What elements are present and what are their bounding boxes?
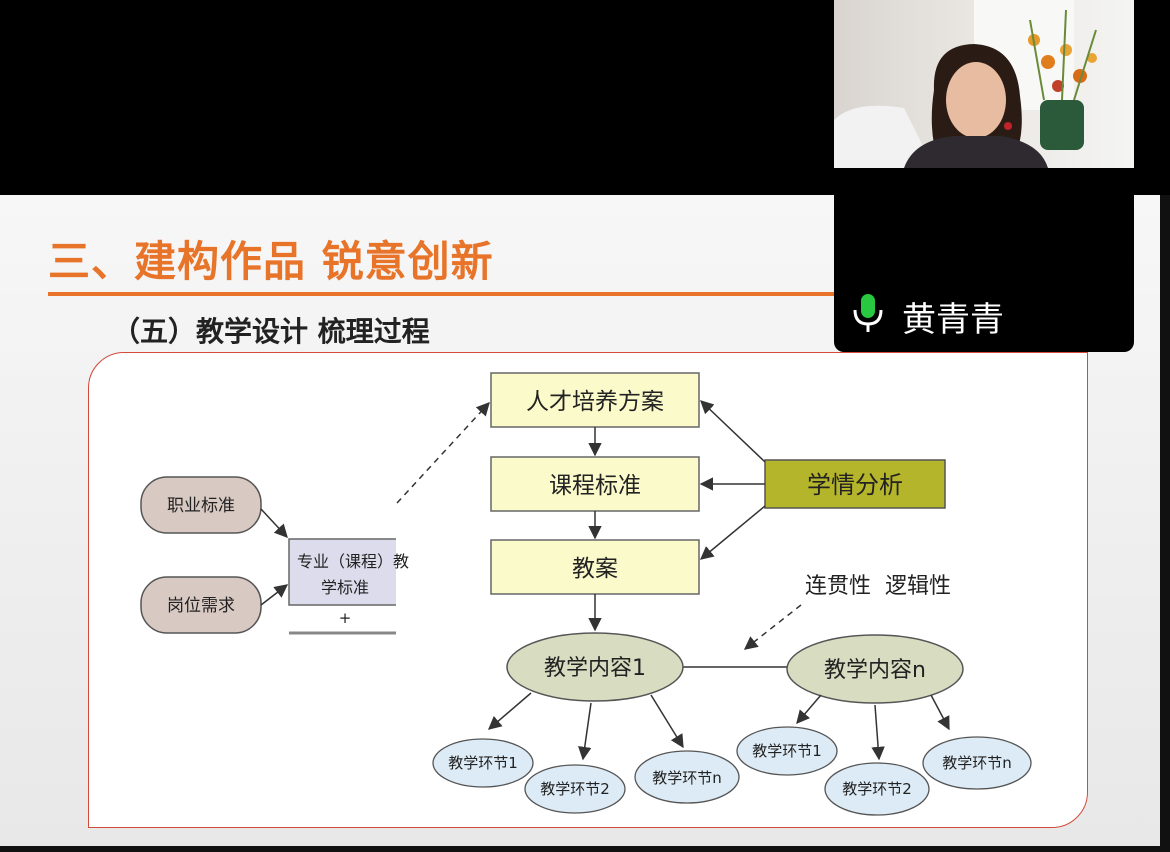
arrow-c1-sn bbox=[650, 694, 684, 749]
face bbox=[946, 62, 1006, 138]
node-program-standard-line2: 学标准 bbox=[321, 578, 369, 597]
microphone-icon[interactable] bbox=[850, 292, 886, 338]
ellipse-step-1-n bbox=[634, 750, 740, 804]
arrow-c1-s2 bbox=[578, 702, 592, 761]
body bbox=[904, 136, 1048, 168]
box-lesson-plan-label: 教案 bbox=[572, 556, 618, 582]
box-talent-plan bbox=[490, 372, 700, 428]
arrow-analysis-to-plan bbox=[700, 400, 766, 463]
ellipse-content-1-label: 教学内容1 bbox=[544, 656, 646, 681]
arrow-analysis-to-lesson bbox=[699, 505, 766, 560]
window-edge-right bbox=[1160, 195, 1170, 852]
ellipse-step-n-n-label: 教学环节n bbox=[942, 754, 1012, 772]
node-vocational-standard bbox=[140, 476, 262, 534]
box-course-standard-label: 课程标准 bbox=[549, 473, 641, 499]
arrow-cn-sn bbox=[930, 694, 950, 731]
title-underline bbox=[48, 292, 848, 296]
window-edge-bottom bbox=[0, 846, 1170, 852]
ellipse-step-n-1 bbox=[736, 726, 838, 776]
box-talent-plan-label: 人才培养方案 bbox=[526, 389, 664, 415]
box-learner-analysis-label: 学情分析 bbox=[807, 471, 903, 499]
dashed-arrow-to-plan bbox=[396, 402, 490, 504]
plus-sign: + bbox=[339, 609, 352, 627]
arrow-vocational bbox=[260, 508, 288, 538]
ellipse-content-n bbox=[786, 634, 964, 704]
arrow-cn-s2 bbox=[871, 704, 885, 761]
ellipse-step-1-1 bbox=[432, 738, 534, 788]
participant-name: 黄青青 bbox=[902, 300, 1004, 340]
video-frame bbox=[834, 0, 1134, 168]
ellipse-step-1-2-label: 教学环节2 bbox=[540, 780, 610, 798]
arrow-job bbox=[260, 584, 289, 606]
participant-video[interactable] bbox=[834, 0, 1134, 168]
ellipse-content-1 bbox=[506, 632, 684, 702]
annotation-coherence: 连贯性 逻辑性 bbox=[805, 574, 951, 599]
sofa bbox=[834, 105, 934, 168]
ellipse-content-n-label: 教学内容n bbox=[824, 658, 926, 683]
node-vocational-standard-label: 职业标准 bbox=[167, 496, 235, 516]
ellipse-step-n-2 bbox=[824, 762, 930, 816]
ellipse-step-n-1-label: 教学环节1 bbox=[752, 742, 822, 760]
flowers bbox=[1028, 9, 1097, 150]
diagram-panel: 职业标准 岗位需求 专业（课程）教 学标准 + 人才培养方案 课程标准 教案 学… bbox=[88, 352, 1088, 828]
arrow-cn-s1 bbox=[796, 694, 822, 725]
ellipse-step-n-2-label: 教学环节2 bbox=[842, 780, 912, 798]
node-program-standard-line1: 专业（课程）教 bbox=[297, 552, 409, 571]
box-lesson-plan bbox=[490, 539, 700, 595]
dashed-arrow-annotation bbox=[743, 604, 802, 650]
ellipse-step-n-n bbox=[922, 736, 1032, 790]
slide-subtitle: （五）教学设计 梳理过程 bbox=[112, 315, 430, 348]
participant-name-panel bbox=[834, 168, 1134, 352]
node-job-demand-label: 岗位需求 bbox=[167, 596, 235, 616]
standard-box-clip bbox=[396, 503, 426, 643]
arrow-c1-s1 bbox=[487, 692, 532, 730]
slide-title: 三、建构作品 锐意创新 bbox=[48, 237, 494, 286]
flow-diagram: 职业标准 岗位需求 专业（课程）教 学标准 + 人才培养方案 课程标准 教案 学… bbox=[140, 372, 1032, 816]
ellipse-step-1-2 bbox=[524, 764, 626, 814]
earring bbox=[1004, 122, 1012, 130]
ellipse-step-1-n-label: 教学环节n bbox=[652, 769, 722, 787]
ellipse-step-1-1-label: 教学环节1 bbox=[448, 754, 518, 772]
